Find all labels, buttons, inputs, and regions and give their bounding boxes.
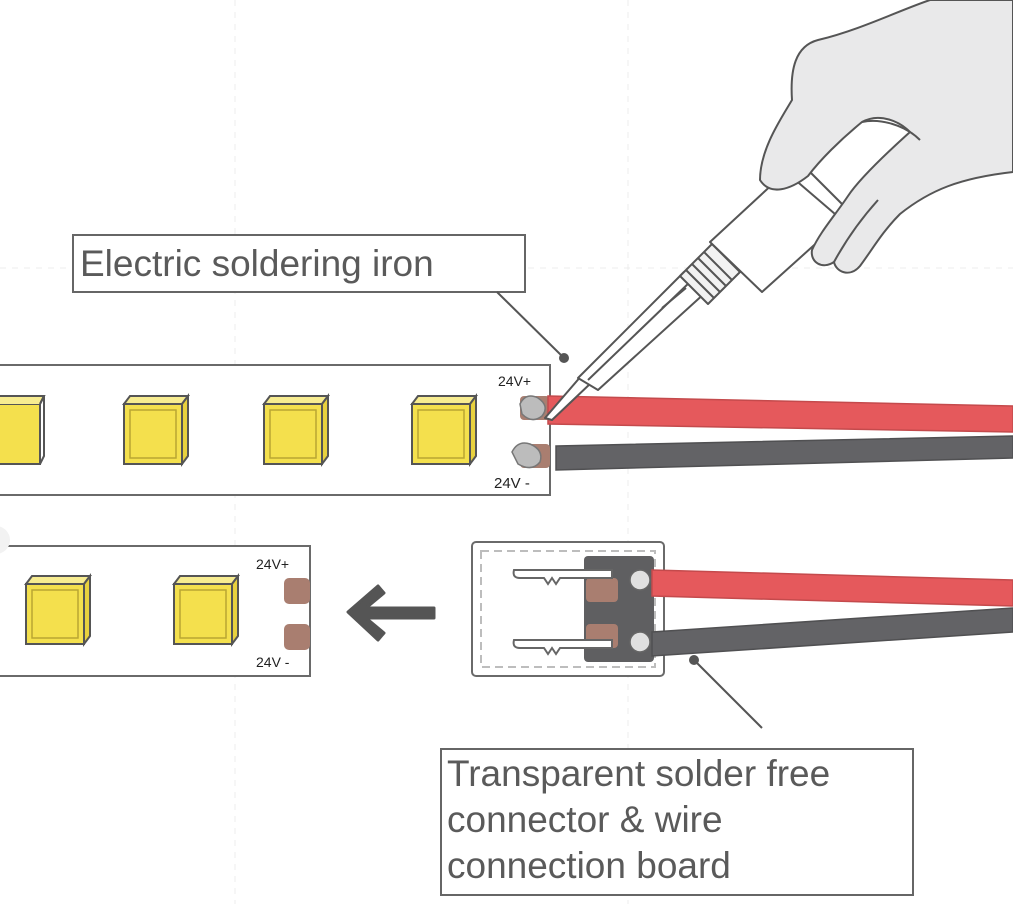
led-chip-icon: [410, 393, 478, 467]
top-wires: [511, 395, 1013, 471]
led-chip-icon: [122, 393, 190, 467]
led-chip-icon: [262, 393, 330, 467]
solder-pad-positive: [284, 578, 310, 604]
hand-icon: [759, 0, 1013, 274]
connector-label-line1: Transparent solder free: [447, 753, 830, 794]
top-strip-positive-label: 24V+: [498, 373, 531, 389]
top-strip-negative-label: 24V -: [494, 475, 530, 492]
solder-pad-negative: [284, 624, 310, 650]
bottom-strip-positive-label: 24V+: [256, 556, 289, 572]
led-chip-icon: [172, 573, 240, 647]
led-chip-icon: [24, 573, 92, 647]
arrow-left-icon: [346, 584, 436, 642]
led-strip-top: 24V+ 24V -: [0, 364, 551, 496]
connector-wires: [651, 569, 1013, 657]
soldering-iron-callout: Electric soldering iron: [72, 234, 569, 363]
solder-free-connector: [471, 541, 665, 677]
connector-callout: Transparent solder free connector & wire…: [440, 655, 914, 896]
connector-label-line3: connection board: [447, 845, 731, 886]
connector-label-line2: connector & wire: [447, 799, 723, 840]
soldering-iron-label: Electric soldering iron: [80, 243, 434, 284]
led-chip-icon: [0, 395, 46, 465]
bottom-strip-negative-label: 24V -: [256, 654, 290, 670]
led-strip-bottom: 24V+ 24V -: [0, 526, 311, 677]
